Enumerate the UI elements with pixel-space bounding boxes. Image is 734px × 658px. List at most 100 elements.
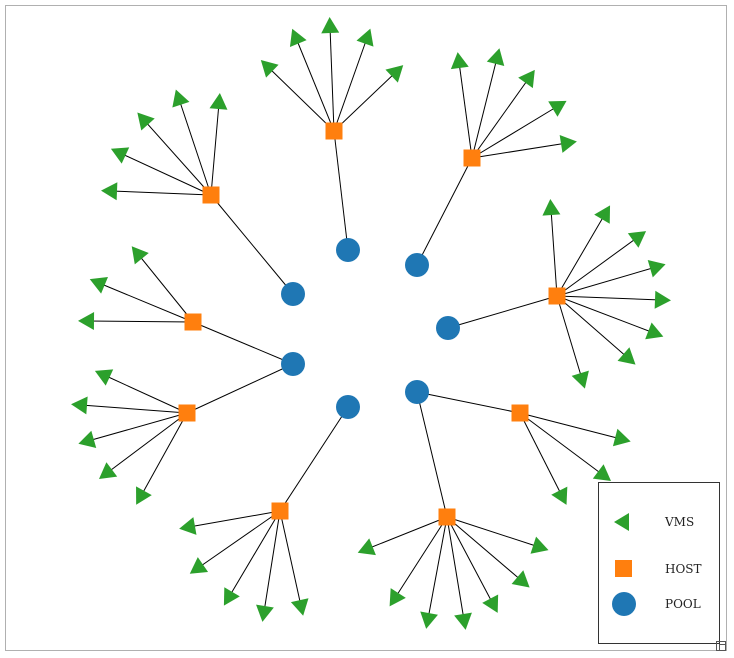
edge-host-vm xyxy=(446,516,523,582)
vm-node xyxy=(551,486,568,505)
edge-host-vm xyxy=(556,295,583,380)
edge-host-vm xyxy=(471,142,568,159)
vm-node xyxy=(209,93,228,110)
edge-host-vm xyxy=(471,57,498,159)
pool-node xyxy=(405,253,429,277)
edge-host-vm xyxy=(427,516,448,620)
edge-host-vm xyxy=(446,516,494,605)
edge-host-vm xyxy=(446,516,540,548)
edge-host-vm xyxy=(329,26,335,132)
edge-host-vm xyxy=(87,320,194,323)
resize-handle-icon[interactable] xyxy=(716,641,726,651)
edge-host-vm xyxy=(550,208,558,297)
host-node xyxy=(271,502,289,520)
vm-node xyxy=(548,100,567,117)
vm-node xyxy=(290,598,309,616)
vm-node xyxy=(101,182,118,201)
edge-host-vm xyxy=(143,119,212,196)
edge-host-vm xyxy=(140,412,188,497)
host-node xyxy=(511,404,529,422)
host-node xyxy=(438,508,456,526)
edge-host-vm xyxy=(519,412,563,497)
edge-pool-host xyxy=(447,295,558,329)
pool-node xyxy=(336,395,360,419)
edge-host-vm xyxy=(471,77,530,159)
legend-item-pool: POOL xyxy=(599,589,719,619)
edge-host-vm xyxy=(98,282,194,323)
edge-host-vm xyxy=(263,510,281,613)
vm-node xyxy=(357,538,376,556)
vm-node xyxy=(137,112,155,131)
vm-node xyxy=(356,28,374,47)
legend: VMS HOST POOL xyxy=(598,482,720,644)
edge-host-vm xyxy=(556,295,662,301)
edge-host-vm xyxy=(333,71,397,132)
edge-host-vm xyxy=(458,61,473,159)
edge-host-vm xyxy=(366,516,448,550)
vm-node xyxy=(420,611,438,629)
vm-node xyxy=(530,536,549,554)
edge-host-vm xyxy=(333,37,368,132)
vm-node xyxy=(389,588,406,607)
edge-host-vm xyxy=(519,412,604,476)
vm-node xyxy=(612,428,631,447)
host-node xyxy=(202,186,220,204)
edge-host-vm xyxy=(267,66,335,132)
edge-host-vm xyxy=(556,213,606,297)
vm-node xyxy=(486,48,505,67)
vm-node xyxy=(645,322,664,340)
pool-node xyxy=(336,238,360,262)
edge-pool-host xyxy=(192,321,294,365)
vm-node xyxy=(450,52,469,70)
edge-host-vm xyxy=(106,412,188,474)
edge-host-vm xyxy=(110,190,212,196)
host-square-icon xyxy=(615,560,632,577)
vm-node xyxy=(617,347,636,365)
vm-node xyxy=(511,570,530,588)
vm-node xyxy=(94,369,114,386)
edge-host-vm xyxy=(188,510,281,528)
host-node xyxy=(178,404,196,422)
vm-node xyxy=(223,587,240,606)
edge-pool-host xyxy=(279,406,349,512)
vm-node xyxy=(131,246,149,265)
legend-label-vms: VMS xyxy=(665,515,695,529)
edge-pool-host xyxy=(333,130,349,251)
vm-node xyxy=(260,60,279,78)
vm-node xyxy=(594,205,611,224)
vm-node xyxy=(189,557,209,574)
legend-label-host: HOST xyxy=(665,562,702,576)
legend-item-vms: VMS xyxy=(599,507,719,537)
vms-triangle-icon xyxy=(614,513,629,531)
vm-node xyxy=(289,28,307,47)
vm-node xyxy=(592,464,612,481)
edge-host-vm xyxy=(394,516,448,599)
legend-label-pool: POOL xyxy=(665,597,701,611)
edge-pool-host xyxy=(416,391,448,518)
edge-pool-host xyxy=(210,194,294,295)
host-node xyxy=(548,287,566,305)
edge-host-vm xyxy=(119,152,212,196)
vm-node xyxy=(385,65,404,83)
vm-node xyxy=(71,396,88,415)
host-node xyxy=(463,149,481,167)
edge-pool-host xyxy=(416,391,521,414)
pool-node xyxy=(436,316,460,340)
edge-host-vm xyxy=(279,510,302,607)
vm-node xyxy=(99,462,118,479)
pool-circle-icon xyxy=(612,592,636,616)
vm-node xyxy=(571,370,589,389)
edge-host-vm xyxy=(519,412,622,440)
vm-node xyxy=(647,260,666,278)
edge-host-vm xyxy=(556,295,655,334)
vm-node xyxy=(78,430,97,449)
pool-node xyxy=(405,380,429,404)
vm-node xyxy=(89,276,108,294)
edge-host-vm xyxy=(197,510,281,569)
edge-host-vm xyxy=(446,516,465,621)
edge-host-vm xyxy=(556,266,657,297)
vm-node xyxy=(110,147,130,164)
edge-host-vm xyxy=(228,510,281,598)
edge-pool-host xyxy=(186,363,294,414)
